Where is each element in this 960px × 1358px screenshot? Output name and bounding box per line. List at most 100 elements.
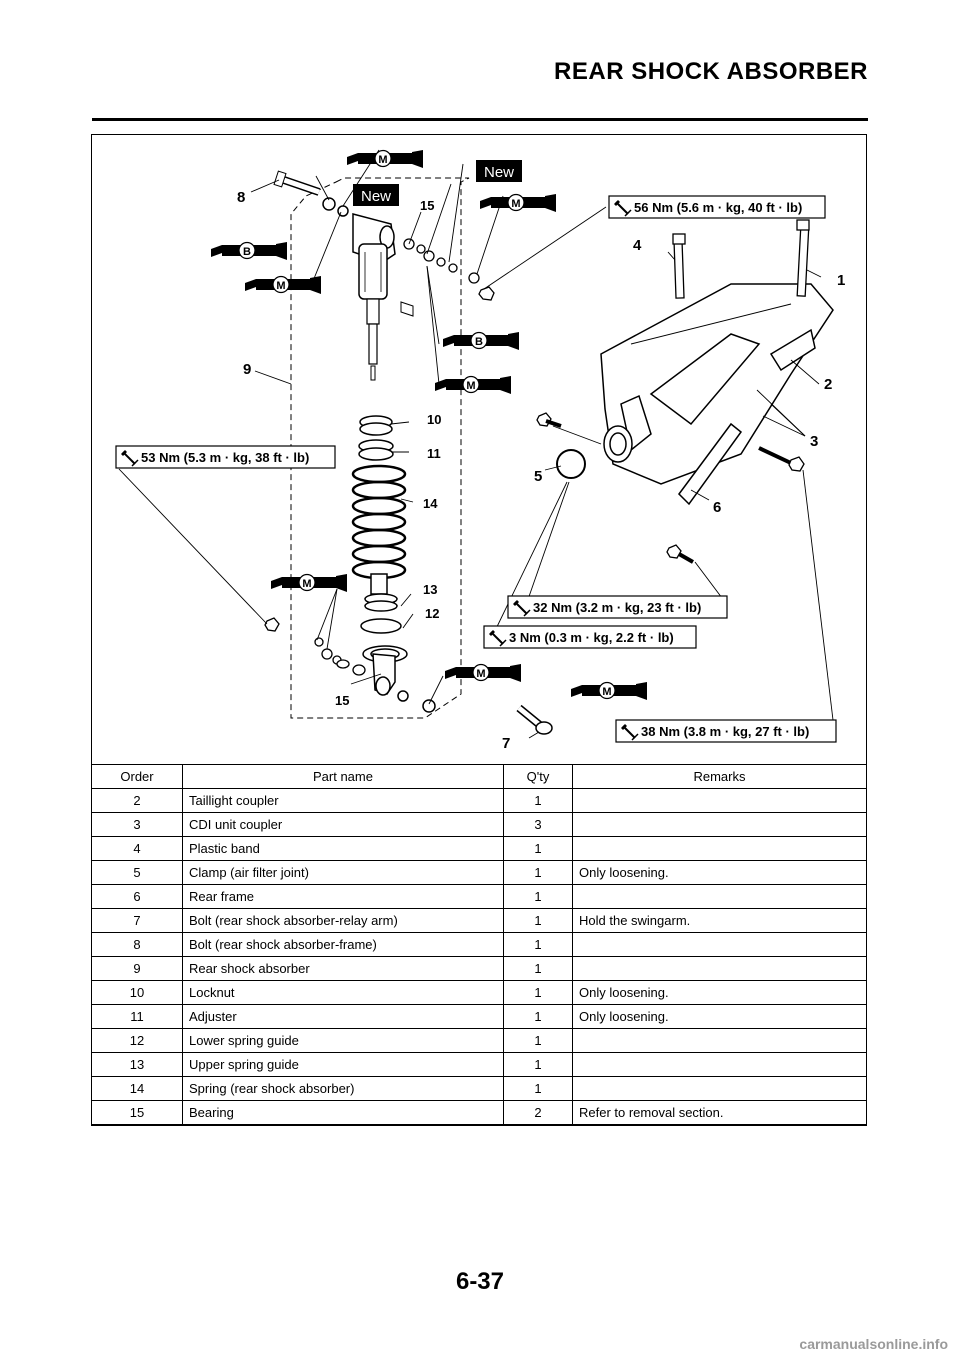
callout-3: 3 (810, 433, 818, 450)
part-name-cell: Upper spring guide (182, 1052, 504, 1077)
remarks-cell (572, 1028, 867, 1053)
rear-frame (600, 283, 834, 506)
qty-cell: 1 (503, 860, 573, 885)
header-part-name: Part name (182, 764, 504, 789)
callout-12: 12 (425, 606, 439, 621)
qty-cell: 1 (503, 1052, 573, 1077)
leader-lines (118, 149, 834, 739)
header-remarks: Remarks (572, 764, 867, 789)
remarks-cell (572, 884, 867, 909)
locknut-adjuster (358, 415, 394, 461)
qty-cell: 1 (503, 1076, 573, 1101)
m-symbol-1: M (346, 149, 424, 169)
spring-guides (360, 593, 408, 663)
torque-spec-38nm: 38 Nm (3.8 m · kg, 27 ft · lb) (615, 719, 837, 743)
qty-cell: 1 (503, 1028, 573, 1053)
order-cell: 2 (91, 788, 183, 813)
plastic-bands (672, 219, 810, 299)
callout-4: 4 (633, 237, 642, 254)
upper-nut-bearings (403, 238, 495, 301)
order-cell: 11 (91, 1004, 183, 1029)
remarks-cell (572, 812, 867, 837)
callout-8: 8 (237, 189, 245, 206)
torque-spec-53nm: 53 Nm (5.3 m · kg, 38 ft · lb) (115, 445, 336, 469)
remarks-cell: Only loosening. (572, 860, 867, 885)
svg-text:M: M (378, 154, 387, 166)
order-cell: 13 (91, 1052, 183, 1077)
order-cell: 3 (91, 812, 183, 837)
m-symbol-5: M (270, 573, 348, 593)
part-name-cell: Bolt (rear shock absorber-frame) (182, 932, 504, 957)
bolt-7 (516, 704, 553, 735)
callout-numbers: 1 2 3 4 5 6 7 8 9 10 11 12 13 14 15 15 (237, 189, 845, 752)
svg-text:New: New (361, 188, 391, 205)
watermark: carmanualsonline.info (799, 1336, 948, 1352)
part-name-cell: Spring (rear shock absorber) (182, 1076, 504, 1101)
part-name-cell: Rear shock absorber (182, 956, 504, 981)
svg-text:M: M (276, 280, 285, 292)
order-cell: 6 (91, 884, 183, 909)
exploded-view-diagram: M M B M B M M M M New New 56 Nm (5.6 m ·… (91, 134, 867, 764)
remarks-cell: Only loosening. (572, 980, 867, 1005)
assembly-boundary (290, 177, 470, 719)
callout-11: 11 (427, 446, 441, 461)
part-name-cell: Lower spring guide (182, 1028, 504, 1053)
remarks-cell (572, 932, 867, 957)
page-title: REAR SHOCK ABSORBER (554, 58, 868, 85)
qty-cell: 1 (503, 932, 573, 957)
torque-spec-32nm: 32 Nm (3.2 m · kg, 23 ft · lb) (507, 595, 728, 619)
torque-spec-56nm: 56 Nm (5.6 m · kg, 40 ft · lb) (608, 195, 826, 219)
remarks-cell: Refer to removal section. (572, 1100, 867, 1125)
order-cell: 4 (91, 836, 183, 861)
qty-cell: 1 (503, 788, 573, 813)
callout-15-lower: 15 (335, 693, 349, 708)
remarks-cell (572, 836, 867, 861)
qty-cell: 1 (503, 956, 573, 981)
remarks-cell: Hold the swingarm. (572, 908, 867, 933)
remarks-cell (572, 956, 867, 981)
qty-cell: 2 (503, 1100, 573, 1125)
qty-cell: 1 (503, 836, 573, 861)
qty-cell: 1 (503, 884, 573, 909)
part-name-cell: Taillight coupler (182, 788, 504, 813)
svg-text:M: M (476, 668, 485, 680)
svg-text:32 Nm (3.2 m · kg, 23 ft · lb): 32 Nm (3.2 m · kg, 23 ft · lb) (533, 600, 701, 615)
part-name-cell: Adjuster (182, 1004, 504, 1029)
order-cell: 5 (91, 860, 183, 885)
svg-text:53 Nm (5.3 m · kg, 38 ft · lb): 53 Nm (5.3 m · kg, 38 ft · lb) (141, 450, 309, 465)
lower-eye (372, 653, 436, 713)
header-order: Order (91, 764, 183, 789)
remarks-cell (572, 1076, 867, 1101)
callout-9: 9 (243, 361, 251, 378)
m-symbol-6: M (444, 663, 522, 683)
qty-cell: 1 (503, 980, 573, 1005)
svg-text:B: B (475, 336, 483, 348)
remarks-cell (572, 788, 867, 813)
lower-nut-bearings (264, 617, 366, 676)
svg-text:M: M (466, 380, 475, 392)
svg-text:M: M (602, 686, 611, 698)
svg-text:56 Nm (5.6 m · kg, 40 ft · lb): 56 Nm (5.6 m · kg, 40 ft · lb) (634, 200, 802, 215)
part-name-cell: Bolt (rear shock absorber-relay arm) (182, 908, 504, 933)
callout-13: 13 (423, 582, 437, 597)
callout-14: 14 (423, 496, 438, 511)
order-cell: 12 (91, 1028, 183, 1053)
svg-text:3 Nm (0.3 m · kg, 2.2 ft · lb): 3 Nm (0.3 m · kg, 2.2 ft · lb) (509, 630, 674, 645)
part-name-cell: Plastic band (182, 836, 504, 861)
m-symbol-7: M (570, 681, 648, 701)
rear-shock-absorber (352, 213, 414, 381)
part-name-cell: Clamp (air filter joint) (182, 860, 504, 885)
b-symbol-1: B (210, 241, 288, 261)
